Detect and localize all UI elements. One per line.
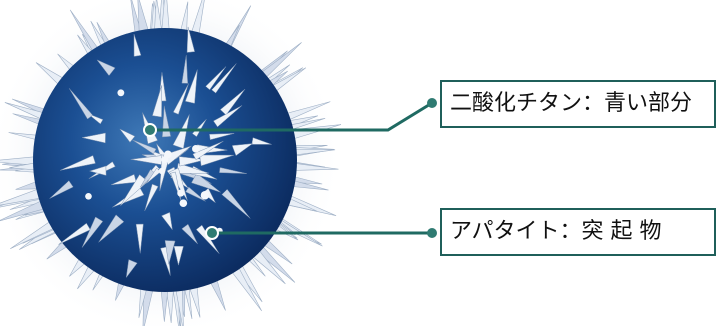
apatite-spike: [146, 167, 162, 184]
apatite-spike: [119, 128, 136, 143]
apatite-spike: [209, 133, 235, 141]
marker-dot-callout-1: [427, 98, 437, 108]
apatite-nodule: [164, 150, 172, 159]
apatite-spike: [98, 214, 125, 243]
apatite-spike: [82, 132, 106, 144]
leader-line-titanium-dioxide: [150, 101, 433, 132]
apatite-nodule: [179, 199, 188, 208]
apatite-spike: [68, 88, 94, 120]
apatite-spike: [144, 183, 159, 212]
apatite-spike: [251, 137, 272, 145]
label-apatite: アパタイト：突 起 物: [450, 219, 662, 244]
marker-dot-callout-2: [427, 228, 437, 238]
apatite-spike: [110, 174, 137, 186]
callout-apatite: アパタイト：突 起 物: [440, 208, 716, 256]
apatite-spike: [88, 165, 107, 176]
callout-titanium-dioxide: 二酸化チタン：青い部分: [440, 80, 716, 128]
apatite-spike: [81, 216, 104, 248]
apatite-spike: [133, 34, 142, 57]
apatite-spike: [219, 167, 247, 174]
apatite-spike: [213, 105, 243, 128]
apatite-nodule: [192, 145, 200, 153]
apatite-spike: [186, 26, 195, 53]
leader-line-2: [205, 226, 437, 240]
apatite-spike: [132, 139, 157, 155]
particle-sphere: [0, 0, 343, 326]
apatite-spike: [211, 63, 237, 94]
apatite-spike: [96, 59, 116, 76]
apatite-spike: [185, 186, 206, 202]
spikes-front-layer: [49, 26, 272, 279]
apatite-spike: [58, 222, 91, 245]
apatite-spike: [191, 172, 221, 193]
apatite-spike: [49, 180, 74, 199]
apatite-spike: [125, 259, 138, 279]
apatite-nodule: [158, 167, 166, 175]
label-titanium-dioxide: 二酸化チタン：青い部分: [450, 91, 693, 116]
apatite-spike: [178, 156, 206, 167]
apatite-nodule: [177, 189, 185, 197]
apatite-spike: [135, 223, 144, 254]
apatite-spike: [181, 223, 198, 245]
apatite-spike: [172, 83, 189, 115]
apatite-spike: [192, 140, 224, 161]
apatite-spike: [181, 55, 188, 84]
apatite-nodule: [117, 89, 125, 97]
apatite-spike: [199, 154, 234, 167]
marker-dot-spike: [205, 226, 219, 240]
apatite-spike: [164, 240, 176, 265]
marker-dot-sphere: [143, 123, 157, 137]
apatite-spike: [152, 85, 163, 118]
leader-line-1: [143, 98, 437, 137]
apatite-spike: [191, 119, 207, 138]
apatite-nodule: [200, 190, 210, 200]
apatite-spike: [205, 66, 227, 91]
apatite-spike: [173, 245, 184, 266]
apatite-spike: [59, 155, 96, 171]
apatite-spike: [161, 211, 173, 231]
apatite-spike: [184, 69, 198, 104]
apatite-spike: [140, 169, 156, 188]
apatite-nodule: [161, 156, 169, 164]
apatite-nodule: [85, 192, 92, 200]
apatite-spike: [221, 188, 251, 219]
apatite-spike: [231, 143, 254, 156]
apatite-spike: [120, 174, 149, 206]
apatite-spike: [219, 88, 246, 116]
